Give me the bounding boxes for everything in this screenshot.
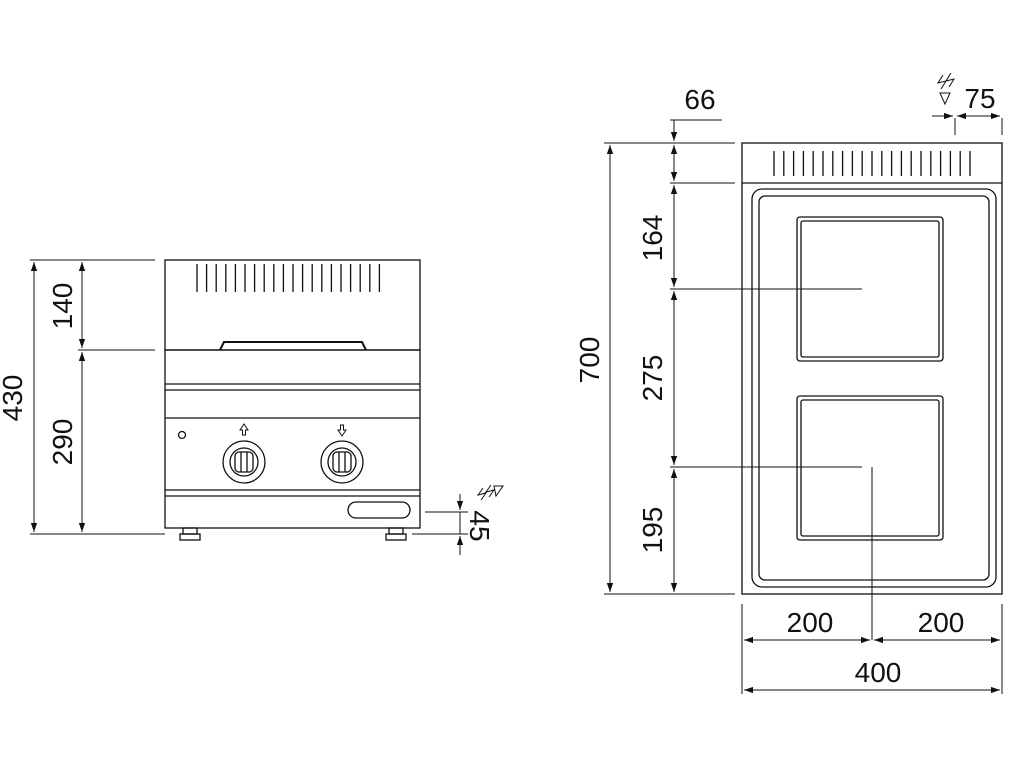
dim-upper-height: 140 [47,283,78,330]
dim-lower-height: 290 [47,419,78,466]
electrical-connection-icon-top [936,72,956,106]
dim-zone-2: 275 [637,355,668,402]
dim-half-right: 200 [918,607,965,638]
top-view: 700 66 164 275 195 75 200 200 400 [574,72,1003,694]
dim-width: 400 [855,657,902,688]
front-vent-slats [196,264,381,292]
dim-depth: 700 [574,337,605,384]
indicator-light-icon [177,430,187,440]
top-vent-slats [773,151,971,176]
electrical-connection-icon [476,484,504,501]
front-body [164,349,421,529]
front-hotplate-profile [219,341,367,351]
foot-left [179,527,201,541]
arrow-up-icon [239,423,249,436]
foot-right [385,527,407,541]
dim-half-left: 200 [787,607,834,638]
dim-zone-3: 195 [637,507,668,554]
dim-rear-offset: 66 [684,84,715,115]
dim-total-height: 430 [0,375,28,422]
dim-zone-1: 164 [637,215,668,262]
front-view: 430 140 290 45 [0,259,504,555]
control-knob-right[interactable] [320,424,364,484]
arrow-down-icon [337,424,347,437]
hotplate-front [796,395,944,541]
front-handle-slot [347,501,411,519]
dim-connection-offset: 75 [964,83,995,114]
hob-surface [751,188,997,588]
control-knob-left[interactable] [222,423,266,484]
dim-feet-height: 45 [464,510,495,541]
